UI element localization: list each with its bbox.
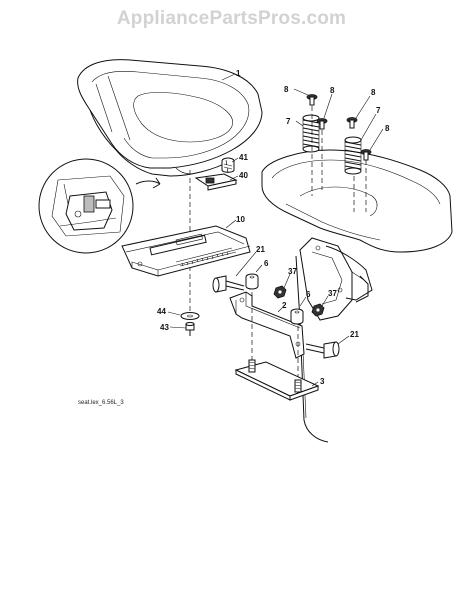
callout-7: 7 — [376, 106, 381, 115]
callout-2: 2 — [282, 301, 287, 310]
spring-guide-lines — [311, 106, 367, 212]
part-21-bolt-left — [212, 275, 245, 293]
callout-8: 8 — [371, 88, 376, 97]
callout-3: 3 — [320, 377, 325, 386]
leader-lines — [167, 73, 384, 387]
part-6-spacer-right — [290, 308, 304, 325]
callout-10: 10 — [236, 215, 245, 224]
callout-8: 8 — [330, 86, 335, 95]
part-40-bracket — [194, 159, 238, 191]
callout-8: 8 — [284, 85, 289, 94]
callout-21: 21 — [350, 330, 359, 339]
callout-44: 44 — [157, 307, 166, 316]
part-44-washer — [180, 312, 200, 320]
callout-43: 43 — [160, 323, 169, 332]
part-7-spring-left — [302, 114, 320, 153]
callout-21: 21 — [256, 245, 265, 254]
callout-1: 1 — [236, 69, 241, 78]
callout-6: 6 — [306, 290, 311, 299]
part-37-nut-left — [273, 285, 287, 299]
part-10-seat-pan — [121, 225, 251, 277]
callout-41: 41 — [239, 153, 248, 162]
arrow-icon — [135, 177, 161, 189]
part-3-plate — [234, 359, 320, 401]
part-2-bracket — [229, 291, 305, 359]
part-41-knob — [221, 157, 235, 173]
part-37-nut-right — [311, 303, 325, 317]
part-6-spacer-left — [245, 273, 259, 290]
callouts: 1 8 8 8 8 7 7 41 40 10 21 6 37 2 6 37 21… — [157, 69, 390, 386]
seat-part-1 — [77, 59, 263, 177]
tractor-frame — [261, 149, 453, 443]
part-7-spring-right — [344, 136, 362, 175]
callout-37: 37 — [288, 267, 297, 276]
callout-6: 6 — [264, 259, 269, 268]
drawing-code: seat.lex_6.56L_3 — [78, 400, 124, 406]
callout-40: 40 — [239, 171, 248, 180]
watermark-text: AppliancePartsPros.com — [116, 8, 347, 29]
part-21-bolt-right — [305, 341, 340, 359]
callout-8: 8 — [385, 124, 390, 133]
inset-detail — [38, 158, 161, 254]
part-43-bolt — [185, 322, 195, 336]
callout-7: 7 — [286, 117, 291, 126]
part-8-bolts — [306, 94, 372, 161]
callout-37: 37 — [328, 289, 337, 298]
